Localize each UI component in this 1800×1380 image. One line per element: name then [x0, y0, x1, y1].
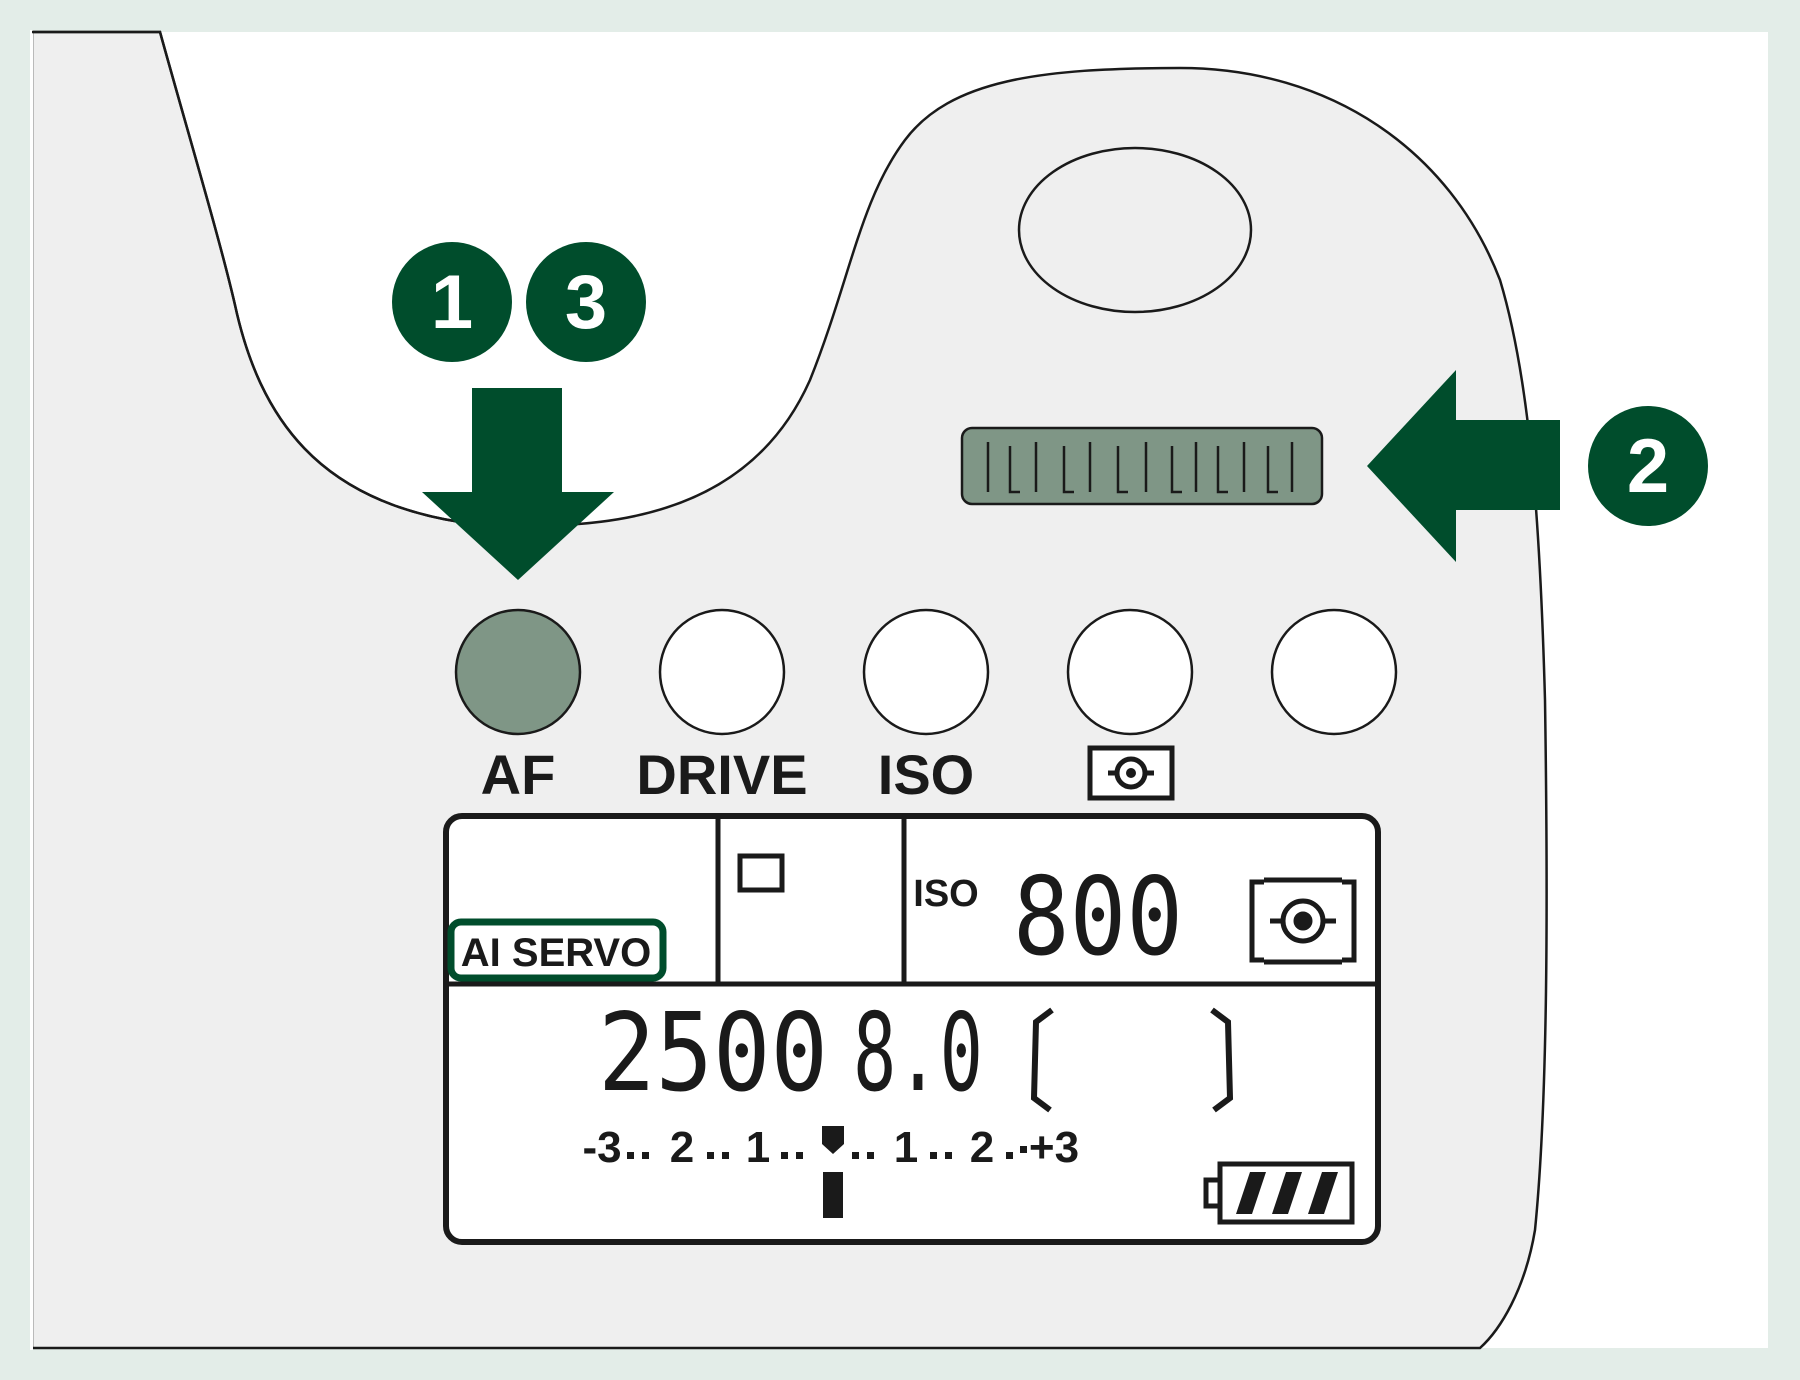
callout-1-text: 1 — [431, 260, 473, 345]
drive-button[interactable] — [658, 608, 786, 736]
dial-ridge — [1008, 446, 1020, 494]
dial-ridge — [1116, 446, 1128, 494]
scale-1-left: 1 — [746, 1123, 770, 1172]
arrow-down-icon — [422, 388, 614, 580]
battery-icon — [1203, 1161, 1355, 1225]
scale-minus3: -3 — [582, 1123, 621, 1172]
drive-label: DRIVE — [636, 743, 807, 806]
battery-bar — [1236, 1172, 1266, 1214]
lcd-panel: AI SERVO ISO 800 2500 8.0 -3 2 1 1 — [443, 813, 1381, 1245]
scale-1-right: 1 — [894, 1123, 918, 1172]
shutter-button[interactable] — [1017, 146, 1253, 314]
dial-ridge — [1062, 446, 1074, 494]
iso-value: 800 — [1013, 855, 1183, 980]
shutter-speed: 2500 — [598, 991, 828, 1116]
af-button[interactable] — [454, 608, 582, 736]
scale-2-left: 2 — [670, 1123, 694, 1172]
battery-bars — [1236, 1172, 1338, 1214]
exposure-scale: -3 2 1 1 2 +3 — [582, 1123, 1079, 1218]
af-mode-text: AI SERVO — [461, 931, 651, 975]
iso-button[interactable] — [862, 608, 990, 736]
exposure-level-bar — [823, 1172, 843, 1218]
scale-plus3: +3 — [1029, 1123, 1079, 1172]
dial-ridges — [986, 442, 1294, 494]
scale-dots — [627, 1146, 1027, 1159]
body-edge — [32, 30, 561, 527]
af-label: AF — [481, 743, 556, 806]
callout-2: 2 — [1588, 406, 1708, 526]
af-mode-highlight — [447, 918, 667, 982]
lcd-metering-icon — [1249, 877, 1357, 965]
panel-edge — [30, 30, 33, 1350]
main-dial[interactable] — [960, 426, 1324, 506]
iso-label: ISO — [878, 743, 974, 806]
lcd-illumination-button[interactable] — [1270, 608, 1398, 736]
scale-2-right: 2 — [970, 1123, 994, 1172]
dial-ridge — [1266, 446, 1278, 494]
exposure-pointer-icon — [822, 1126, 844, 1154]
dial-ridge — [1170, 446, 1182, 494]
single-shot-icon — [737, 853, 785, 893]
aperture-value: 8.0 — [853, 991, 983, 1116]
arrow-left-icon — [1367, 370, 1560, 562]
dial-ridge — [1216, 446, 1228, 494]
callout-2-text: 2 — [1627, 424, 1669, 509]
bracket-left — [1030, 1007, 1054, 1113]
lcd-iso-label: ISO — [913, 873, 978, 915]
callout-3: 3 — [526, 242, 646, 362]
callout-1: 1 — [392, 242, 512, 362]
callout-3-text: 3 — [565, 260, 607, 345]
metering-button[interactable] — [1066, 608, 1194, 736]
battery-bar — [1308, 1172, 1338, 1214]
metering-icon — [1087, 745, 1175, 801]
dial-body — [960, 426, 1324, 506]
battery-bar — [1272, 1172, 1302, 1214]
bracket-right — [1210, 1007, 1234, 1113]
